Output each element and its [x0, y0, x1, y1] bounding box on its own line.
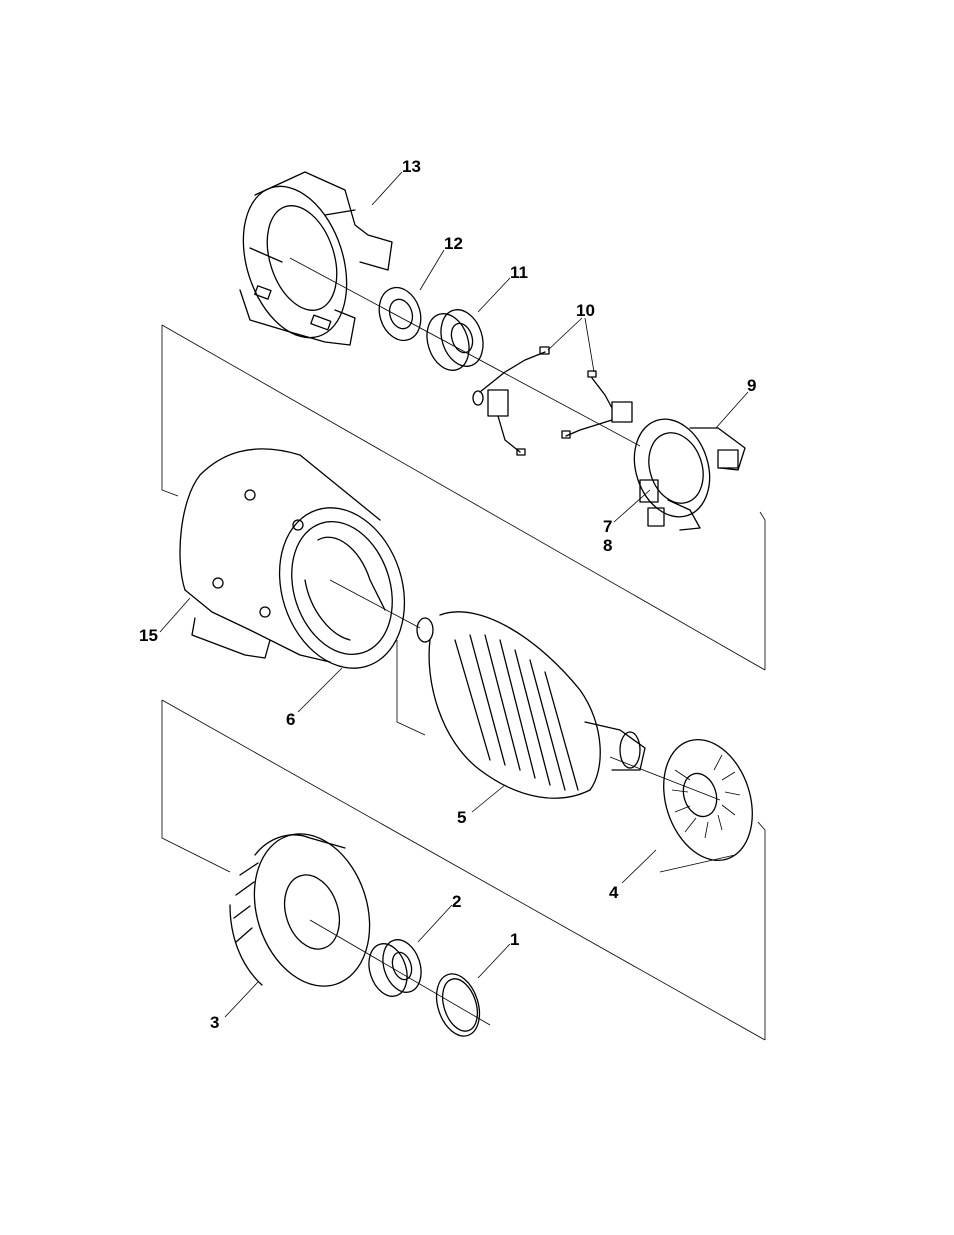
- fan-4: [649, 728, 767, 872]
- drive-housing-3: [230, 819, 388, 1001]
- callout-1: 1: [510, 930, 519, 949]
- callout-15: 15: [139, 626, 158, 645]
- field-frame-15: [180, 449, 424, 685]
- brushes-10: [473, 347, 632, 455]
- callout-8: 8: [603, 536, 612, 555]
- callout-13: 13: [402, 157, 421, 176]
- callout-6: 6: [286, 710, 295, 729]
- callout-5: 5: [457, 808, 466, 827]
- assembly-brackets: [162, 325, 765, 1040]
- callout-3: 3: [210, 1013, 219, 1032]
- callout-9: 9: [747, 376, 756, 395]
- callout-4: 4: [609, 883, 619, 902]
- bearing-2: [363, 935, 428, 1001]
- callout-11: 11: [510, 263, 528, 282]
- end-housing-13: [225, 172, 392, 351]
- leader-lines: [160, 172, 748, 1017]
- retaining-ring-1: [429, 968, 487, 1041]
- callout-12: 12: [444, 234, 463, 253]
- armature-5: [417, 612, 645, 798]
- washer-12: [373, 282, 428, 346]
- callout-2: 2: [452, 892, 461, 911]
- callout-7: 7: [603, 517, 612, 536]
- brush-holder-9: [622, 409, 745, 530]
- centerlines: [290, 258, 720, 1025]
- bearing-11: [420, 304, 490, 376]
- callout-10: 10: [576, 301, 595, 320]
- callout-labels: 13 12 11 10 9 7 8 15 6 5 4 2 1 3: [139, 157, 756, 1032]
